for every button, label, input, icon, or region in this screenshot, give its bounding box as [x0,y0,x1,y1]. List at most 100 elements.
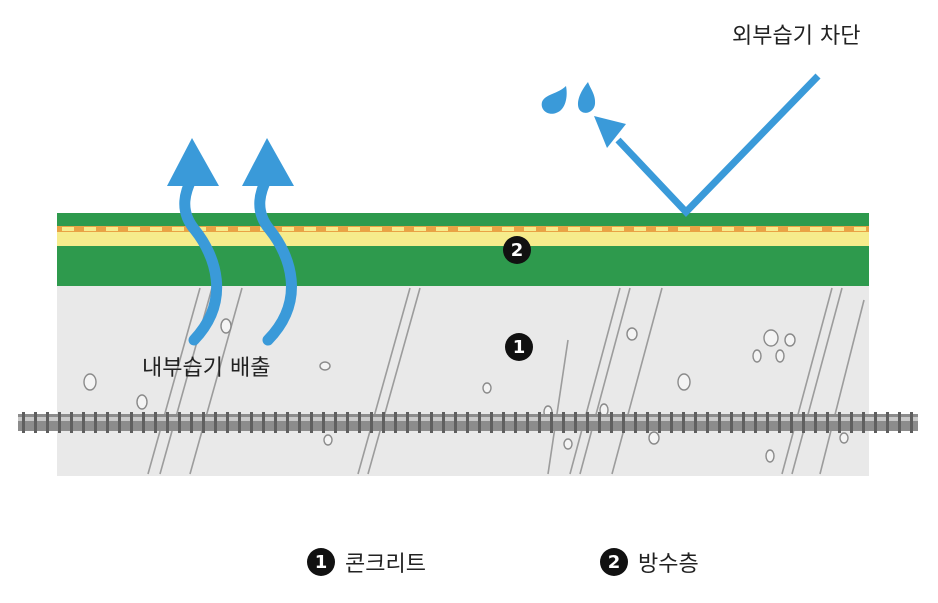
rebar-rib [430,412,433,433]
legend-item-waterproof: 2 방수층 [600,546,699,578]
dash-segment [656,227,668,231]
rebar-rib [394,412,397,433]
rebar-rib [406,412,409,433]
dash-segment [392,227,404,231]
external-moisture-label: 외부습기 차단 [732,24,861,49]
pebble [839,432,849,444]
rebar-rib [874,412,877,433]
dash-segment [788,227,800,231]
pebble [136,394,148,410]
rebar-rib [526,412,529,433]
dash-segment [304,227,316,231]
dash-segment [128,227,140,231]
rebar-rib [82,412,85,433]
rebar-rib [418,412,421,433]
crack-line [611,287,663,475]
rebar-rib [730,412,733,433]
crack-line [189,287,243,475]
rebar-rib [358,412,361,433]
legend-number: 2 [600,548,628,576]
rebar-rib [766,412,769,433]
pebble [765,449,775,463]
pebble [775,349,785,363]
pebble [482,382,492,394]
rebar-rib [754,412,757,433]
dash-segment [348,227,360,231]
crack-line [579,287,631,475]
dash-segment [216,227,228,231]
waterproof-green-bottom [57,246,869,286]
rebar-rib [142,412,145,433]
waterproof-green-top [57,213,869,226]
rebar-rib [34,412,37,433]
rebar-rib [718,412,721,433]
dash-segment [458,227,470,231]
rebar-rib [850,412,853,433]
rebar-rib [682,412,685,433]
pebble [563,438,573,450]
rebar-rib [130,412,133,433]
dash-segment [282,227,294,231]
rebar-rib [190,412,193,433]
dash-segment [854,227,866,231]
dash-segment [700,227,712,231]
rebar-rib [370,412,373,433]
rebar-rib [70,412,73,433]
rebar-rib [478,412,481,433]
waterproof-dashed-line [62,227,866,231]
rebar-rib [118,412,121,433]
rebar-rib [166,412,169,433]
dash-segment [766,227,778,231]
rebar-rib [442,412,445,433]
rebar-rib [694,412,697,433]
rebar-rib [490,412,493,433]
rebar-rib [622,412,625,433]
rebar-rib [862,412,865,433]
dash-segment [634,227,646,231]
rebar-rib [898,412,901,433]
rebar-rib [262,412,265,433]
wavy-arrow-right [254,172,297,346]
rebar-rib [550,412,553,433]
internal-moisture-arrows [167,138,297,346]
legend-item-concrete: 1 콘크리트 [307,546,426,578]
dash-segment [590,227,602,231]
rebar-rib [286,412,289,433]
pebble [784,333,796,347]
dash-segment [370,227,382,231]
dash-segment [502,227,514,231]
rebar-rib [802,412,805,433]
rebar-rib [58,412,61,433]
rebar-rib [202,412,205,433]
rebar-rib [586,412,589,433]
crack-line [819,299,865,475]
rebar-rib [610,412,613,433]
pebble [752,349,762,363]
pebble [319,361,331,371]
rebar-rib [838,412,841,433]
rebar-rib [910,412,913,433]
rebar-rib [826,412,829,433]
rebar-rib [382,412,385,433]
dash-segment [106,227,118,231]
dash-segment [436,227,448,231]
dash-segment [810,227,822,231]
dash-segment [722,227,734,231]
rebar-rib [538,412,541,433]
rebar-rib [46,412,49,433]
rebar-rib [514,412,517,433]
rebar-rib [502,412,505,433]
crack-line [781,287,833,475]
dash-segment [172,227,184,231]
marker-concrete: 1 [505,333,533,361]
rebar-rib [310,412,313,433]
rebar-rib [346,412,349,433]
rebar-rib [274,412,277,433]
water-drop-icon [578,82,596,113]
rebar [18,412,918,433]
dash-segment [546,227,558,231]
pebble [626,327,638,341]
rebar-rib [214,412,217,433]
rebar-rib [670,412,673,433]
